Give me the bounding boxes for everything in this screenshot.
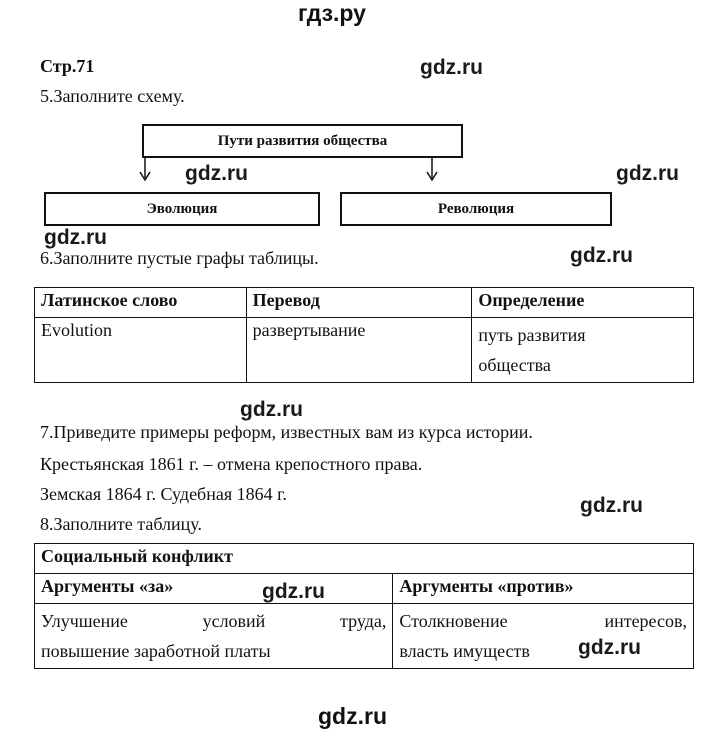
scheme-right-box: Революция: [340, 192, 612, 226]
cell-arguments-against: Столкновение интересов, власть имуществ: [392, 603, 694, 669]
scheme-left-box: Эволюция: [44, 192, 320, 226]
task7-line2: Земская 1864 г. Судебная 1864 г.: [40, 484, 287, 504]
for-line1: Улучшение условий труда,: [41, 611, 387, 631]
against-line2: власть имуществ: [399, 641, 530, 661]
site-header: гдз.ру: [298, 0, 366, 26]
task5-title: 5.Заполните схему.: [40, 86, 185, 106]
scheme-root-label: Пути развития общества: [217, 132, 388, 149]
cell-translation: развертывание: [245, 317, 473, 383]
watermark: gdz.ru: [240, 398, 303, 421]
watermark: gdz.ru: [262, 580, 325, 603]
task7-title: 7.Приведите примеры реформ, известных ва…: [40, 422, 533, 442]
watermark: gdz.ru: [420, 56, 483, 79]
cell-latin-word: Evolution: [34, 317, 247, 383]
translation-table: Латинское слово Перевод Определение Evol…: [34, 287, 694, 383]
task7-line1: Крестьянская 1861 г. – отмена крепостног…: [40, 454, 423, 474]
scheme-left-label: Эволюция: [146, 200, 218, 217]
for-line2: повышение заработной платы: [41, 641, 271, 661]
scheme-right-label: Революция: [437, 200, 515, 217]
cell-arguments-for: Улучшение условий труда, повышение зараб…: [33, 603, 394, 669]
footer-watermark: gdz.ru: [318, 703, 387, 729]
definition-line2: общества: [478, 355, 551, 375]
watermark: gdz.ru: [580, 494, 643, 517]
conflict-table-title: Социальный конфликт: [34, 543, 694, 574]
header-arguments-for: Аргументы «за»: [33, 573, 394, 604]
header-latin-word: Латинское слово: [34, 287, 247, 318]
task8-title: 8.Заполните таблицу.: [40, 514, 202, 534]
definition-line1: путь развития: [478, 325, 586, 345]
cell-definition: путь развития общества: [471, 317, 694, 383]
conflict-table: Социальный конфликт Аргументы «за» Аргум…: [33, 543, 694, 669]
watermark: gdz.ru: [570, 244, 633, 267]
watermark: gdz.ru: [578, 636, 641, 659]
watermark: gdz.ru: [616, 162, 679, 185]
header-translation: Перевод: [245, 287, 473, 318]
scheme-root-box: Пути развития общества: [142, 124, 463, 158]
task6-title: 6.Заполните пустые графы таблицы.: [40, 248, 319, 268]
page-label: Стр.71: [40, 56, 95, 76]
watermark: gdz.ru: [44, 226, 107, 249]
header-arguments-against: Аргументы «против»: [392, 573, 694, 604]
header-definition: Определение: [471, 287, 694, 318]
against-line1: Столкновение интересов,: [399, 611, 687, 631]
watermark: gdz.ru: [185, 162, 248, 185]
